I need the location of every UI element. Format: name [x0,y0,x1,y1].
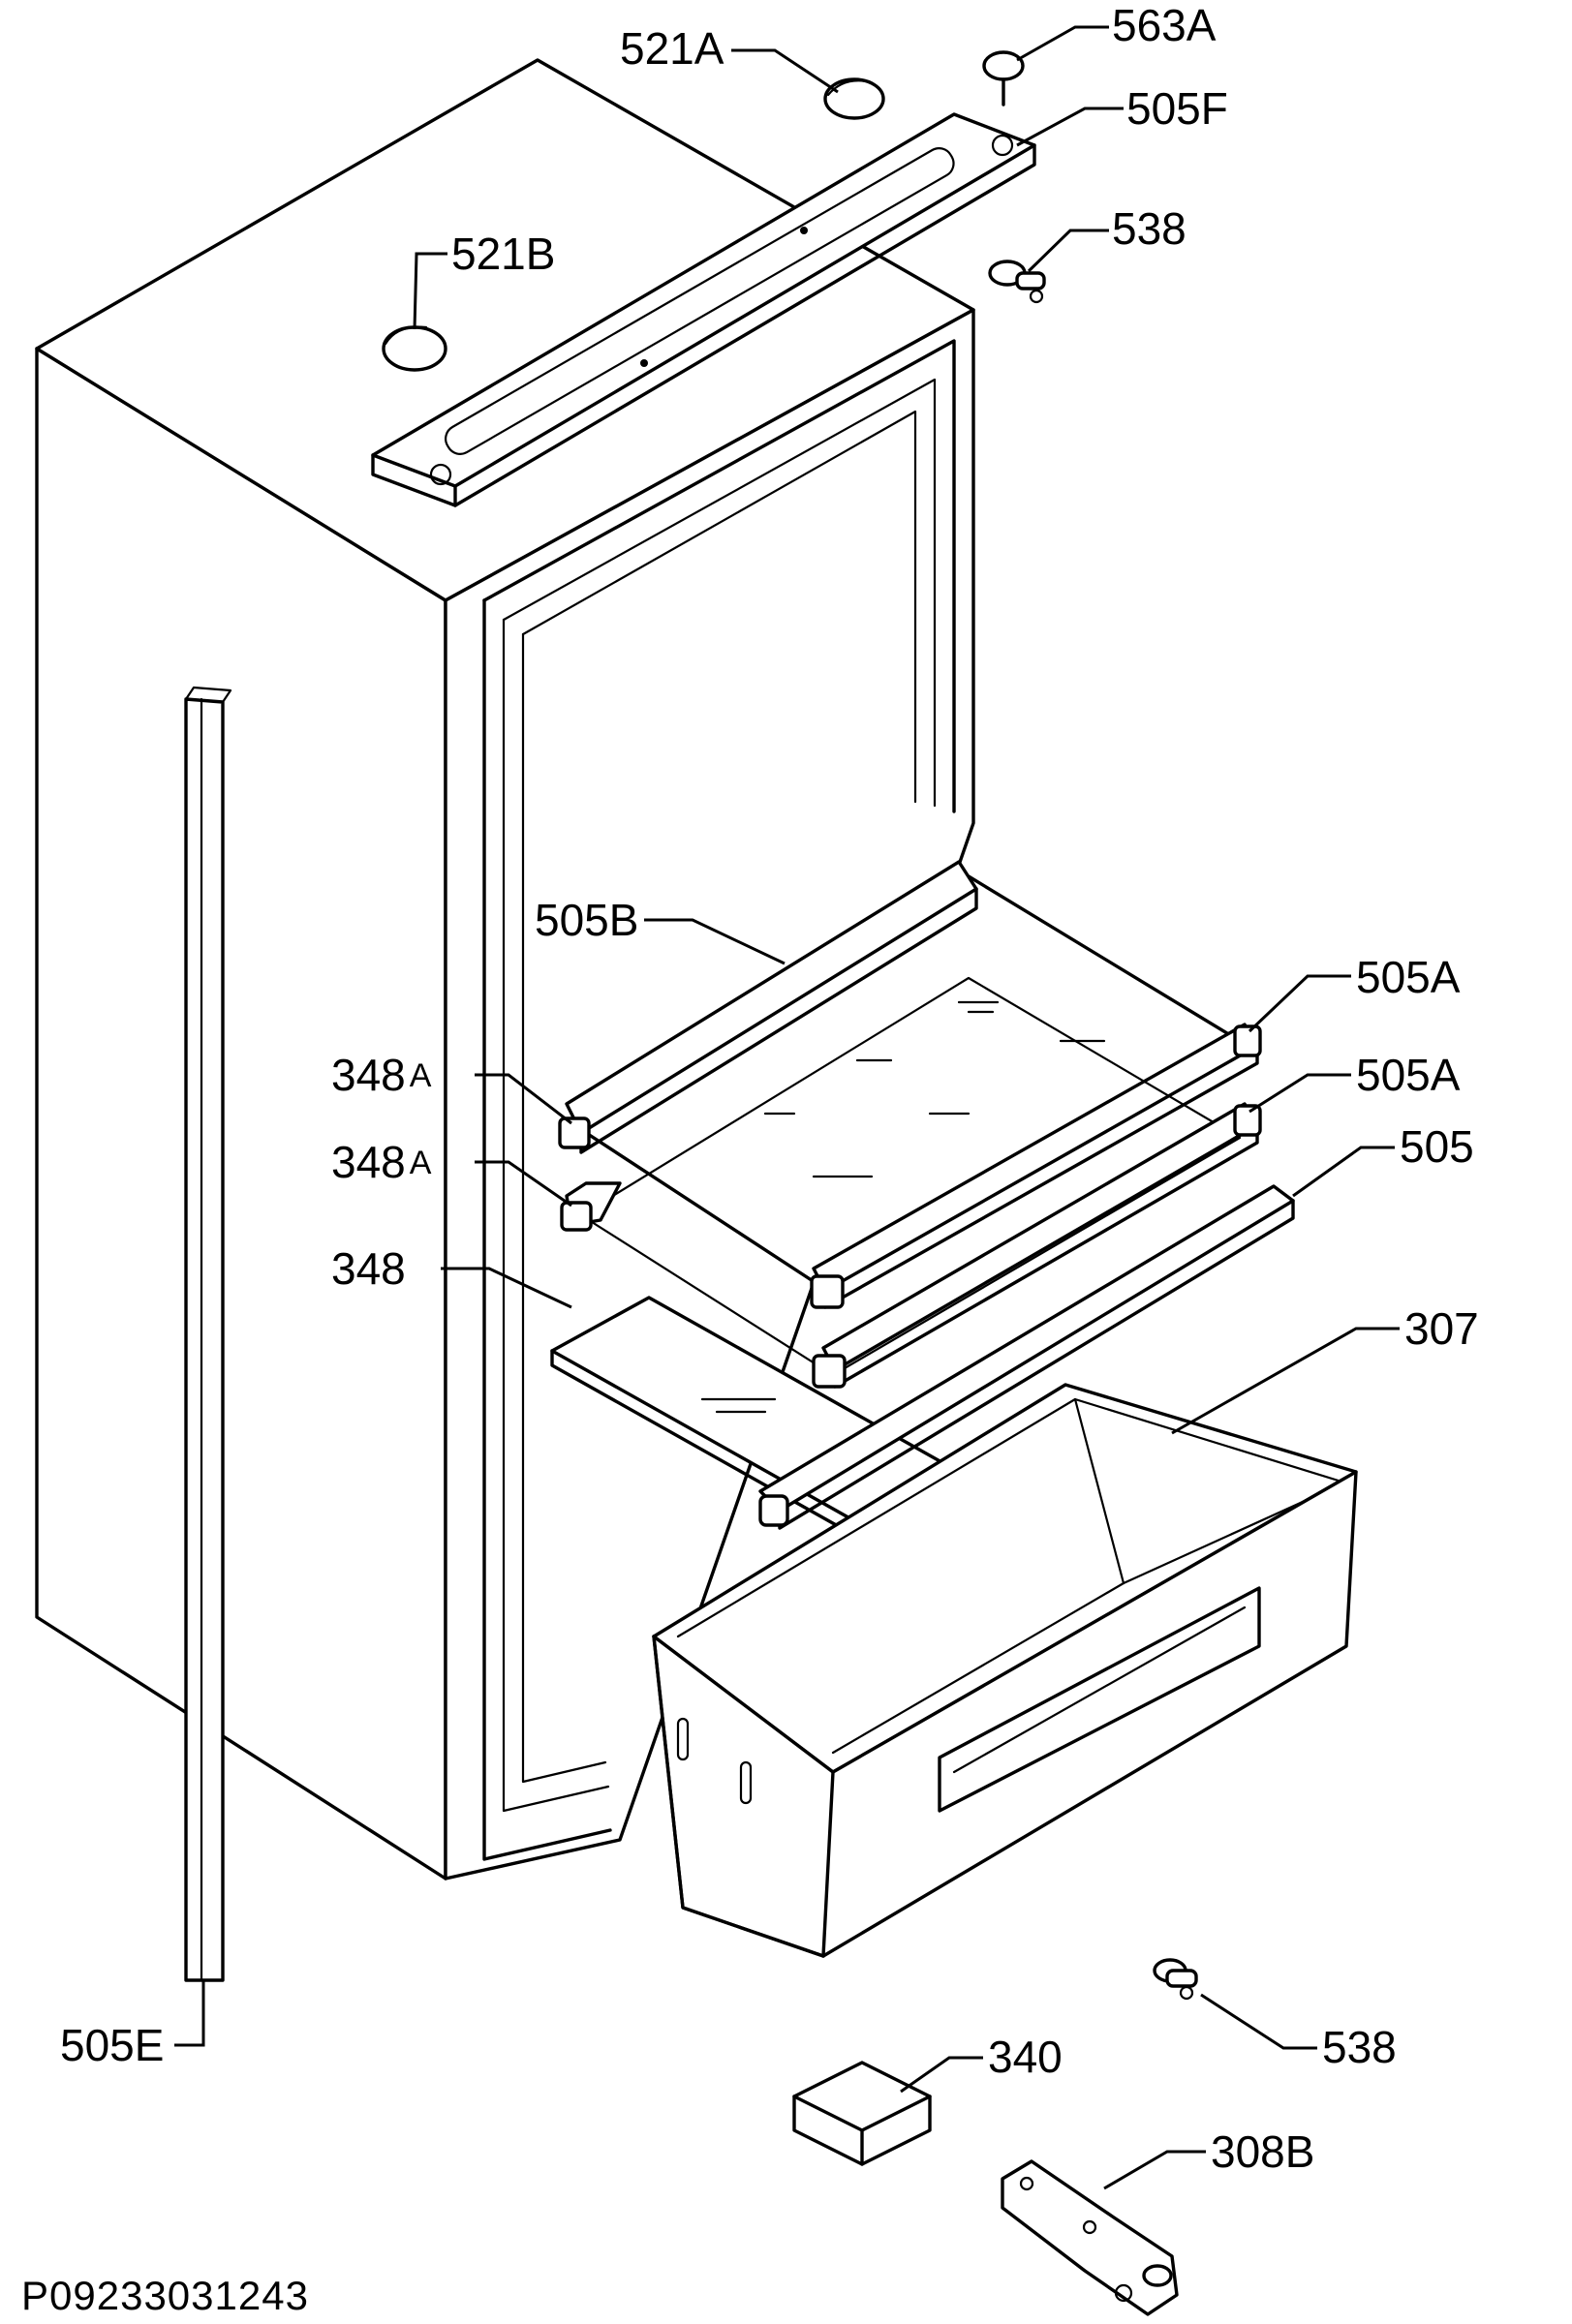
hinge-cover-521A [823,77,885,120]
screw-563A [982,50,1025,107]
door-seal-strip [184,686,232,1982]
glass-shelf-top [558,860,1262,1309]
label-340: 340 [988,2032,1063,2082]
shelf-frame-middle [560,976,1262,1389]
crisper-drawer [652,1383,1358,1958]
cabinet-left-side [35,347,447,1881]
label-348A-upper-number: 348 [331,1050,406,1100]
cabinet-opening-rim-left [521,632,607,1784]
callout-labels: 521A 563A 505F 538 521B 505B 505A 505A 3… [21,0,1479,2318]
label-521B: 521B [451,229,555,279]
hinge-cover-521B [382,325,447,372]
label-348A-lower-suffix: A [410,1145,432,1181]
label-505F: 505F [1126,83,1228,134]
label-505A-lower: 505A [1356,1050,1461,1100]
label-505B: 505B [535,895,638,945]
cabinet-opening-left [482,598,612,1861]
front-trim-505 [758,1184,1295,1530]
drawing-code: P09233031243 [21,2273,309,2318]
label-348A-lower-number: 348 [331,1137,406,1187]
label-505: 505 [1400,1121,1474,1172]
label-348A-upper-suffix: A [410,1057,432,1094]
label-505A-upper: 505A [1356,952,1461,1002]
label-538-bottom: 538 [1322,2022,1397,2072]
leader-lines [174,25,1400,2190]
label-307: 307 [1404,1303,1479,1354]
label-505E: 505E [60,2020,164,2070]
bushing-538-bottom [1153,1958,1198,2001]
top-hinge-plate [371,112,1036,507]
cabinet-opening-inner-left [502,618,610,1813]
cabinet-opening-rim [521,410,917,804]
cabinet-opening-outer [482,339,956,813]
cabinet-opening-inner [502,378,937,808]
label-538-top: 538 [1112,203,1187,254]
label-563A: 563A [1112,0,1217,50]
bushing-538-top [988,260,1046,304]
block-340 [792,2061,932,2166]
label-308B: 308B [1211,2126,1314,2177]
label-348: 348 [331,1243,406,1294]
hinge-308B [1001,2159,1179,2316]
label-521A: 521A [620,23,724,74]
